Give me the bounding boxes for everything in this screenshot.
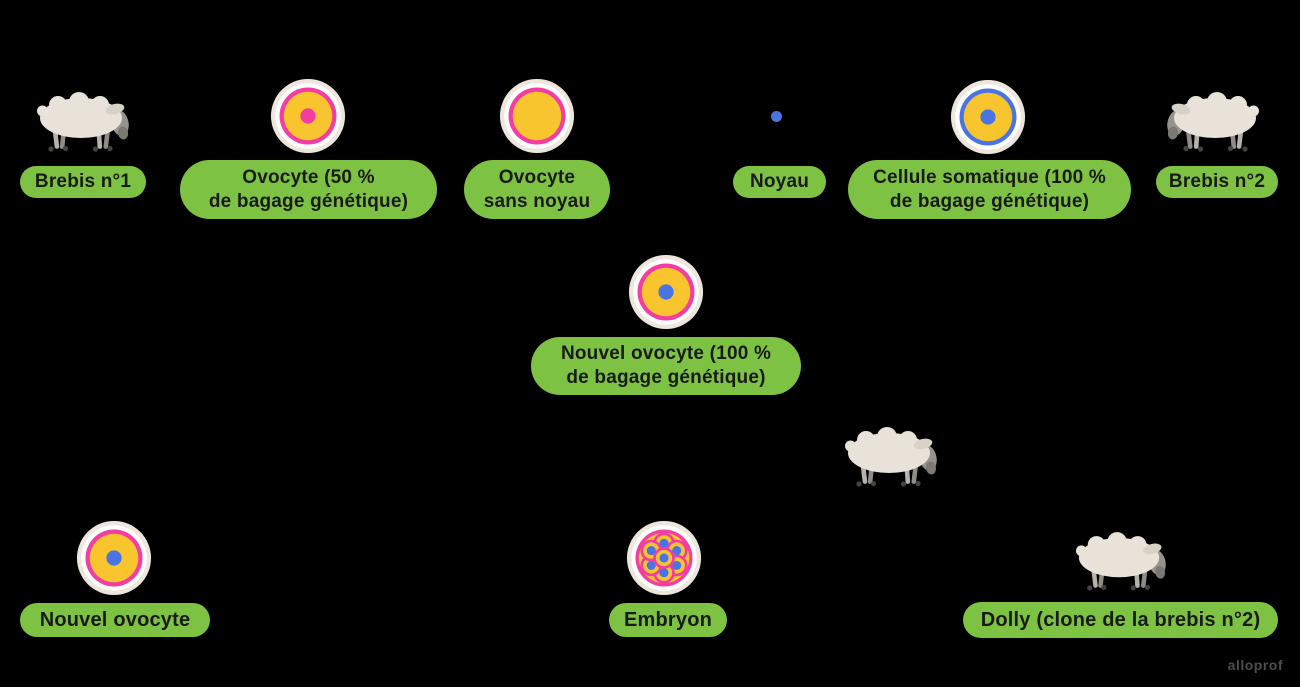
label-embryon: Embryon [609,603,727,637]
alloprof-watermark: alloprof [1227,657,1283,673]
label-brebis-1: Brebis n°1 [20,166,146,198]
label-ovocyte-50: Ovocyte (50 % de bagage génétique) [180,160,437,219]
label-dolly: Dolly (clone de la brebis n°2) [963,602,1278,638]
sheep-icon [1166,92,1260,156]
ovocyte-cell-icon [270,78,346,154]
label-nouvel-ovocyte: Nouvel ovocyte [20,603,210,637]
new-ovocyte-cell-icon [628,254,704,330]
new-ovocyte-cell-icon [76,520,152,596]
embryo-icon [626,520,702,596]
sheep-icon [36,92,130,156]
ovocyte-sans-noyau-cell-icon [499,78,575,154]
sheep-icon [844,427,938,491]
label-ovocyte-sans-noyau: Ovocyte sans noyau [464,160,610,219]
label-noyau: Noyau [733,166,826,198]
sheep-icon [1075,532,1167,595]
nucleus-dot-icon [771,111,782,122]
somatic-cell-icon [950,79,1026,155]
label-nouvel-ovocyte-100: Nouvel ovocyte (100 % de bagage génétiqu… [531,337,801,395]
label-brebis-2: Brebis n°2 [1156,166,1278,198]
label-cellule-somatique: Cellule somatique (100 % de bagage génét… [848,160,1131,219]
